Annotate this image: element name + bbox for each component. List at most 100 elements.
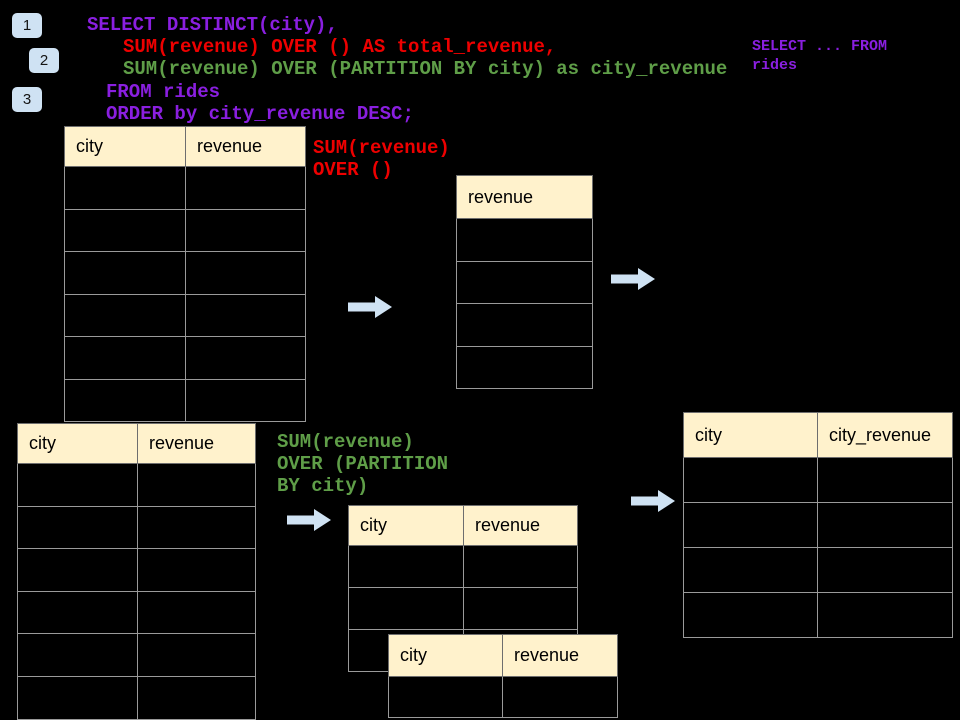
table-cell [17,463,138,507]
table-cell [185,293,306,337]
column-header-revenue: revenue [463,505,578,546]
sql-line-from: FROM rides [106,81,221,103]
table-row [17,505,256,550]
step-badge-3: 3 [12,87,42,112]
table-city-revenue-result: city city_revenue [683,412,953,638]
column-header-city: city [388,634,503,677]
table-cell [502,676,618,718]
table-row [456,345,593,389]
table-cell [185,251,306,295]
table-cell [817,592,953,638]
table-row [64,378,306,422]
annotation-line: SUM(revenue) [277,431,414,453]
table-source-rides-bottom: city revenue [17,423,256,720]
table-cell [348,587,464,630]
table-cell [456,260,593,304]
table-row [456,303,593,347]
table-header-row: city revenue [17,423,256,464]
sql-line-total: SUM(revenue) OVER () AS total_revenue, [123,36,557,58]
table-header-row: revenue [456,175,593,219]
column-header-city: city [64,126,186,167]
table-source-rides-top: city revenue [64,126,306,422]
table-cell [64,166,186,210]
table-cell [185,378,306,422]
table-cell [683,592,818,638]
table-cell [456,303,593,347]
table-cell [683,457,818,503]
table-cell [64,293,186,337]
table-cell [64,208,186,252]
table-cell [17,548,138,592]
table-cell [64,251,186,295]
side-note-line2: rides [752,57,798,74]
table-row [456,260,593,304]
table-partition-group-front: city revenue [388,634,618,718]
table-cell [817,502,953,548]
table-cell [817,547,953,593]
table-cell [185,166,306,210]
annotation-line: BY city) [277,475,369,497]
column-header-revenue: revenue [185,126,306,167]
side-note-line1: SELECT ... FROM [752,38,888,55]
step-badge-2: 2 [29,48,59,73]
annotation-line: SUM(revenue) [313,137,450,159]
sql-side-note: SELECT ... FROM rides [752,37,887,75]
table-cell [456,218,593,262]
table-cell [17,633,138,677]
column-header-revenue: revenue [456,175,593,219]
table-cell [17,505,138,550]
table-header-row: city revenue [64,126,306,167]
table-cell [463,545,578,588]
table-cell [137,590,256,635]
table-total-revenue-result: revenue [456,175,593,389]
table-cell [185,208,306,252]
annotation-line: OVER (PARTITION [277,453,449,475]
table-row [64,293,306,337]
table-row [348,545,578,588]
table-row [17,548,256,592]
arrow-right-icon [348,296,392,318]
table-cell [817,457,953,503]
table-cell [137,463,256,507]
table-row [683,547,953,593]
table-cell [185,336,306,380]
table-row [64,251,306,295]
table-cell [388,676,503,718]
table-cell [683,502,818,548]
arrow-right-icon [611,268,655,290]
table-cell [17,675,138,720]
column-header-city: city [348,505,464,546]
table-row [17,675,256,720]
table-cell [137,633,256,677]
table-row [17,633,256,677]
table-row [388,676,618,718]
sql-line-partition: SUM(revenue) OVER (PARTITION BY city) as… [123,58,728,80]
column-header-revenue: revenue [137,423,256,464]
table-header-row: city revenue [388,634,618,677]
table-cell [137,675,256,720]
table-row [683,457,953,503]
annotation-line: OVER () [313,159,393,181]
table-cell [64,336,186,380]
table-cell [64,378,186,422]
table-row [17,463,256,507]
table-cell [348,545,464,588]
table-cell [17,590,138,635]
table-cell [456,345,593,389]
column-header-revenue: revenue [502,634,618,677]
table-row [64,336,306,380]
table-row [348,587,578,630]
table-row [456,218,593,262]
column-header-city: city [683,412,818,458]
table-row [17,590,256,635]
step-badge-1: 1 [12,13,42,38]
table-row [683,592,953,638]
sql-line-select: SELECT DISTINCT(city), [87,14,338,36]
table-cell [463,587,578,630]
column-header-city: city [17,423,138,464]
arrow-right-icon [631,490,675,512]
table-cell [137,505,256,550]
table-header-row: city city_revenue [683,412,953,458]
table-row [64,166,306,210]
